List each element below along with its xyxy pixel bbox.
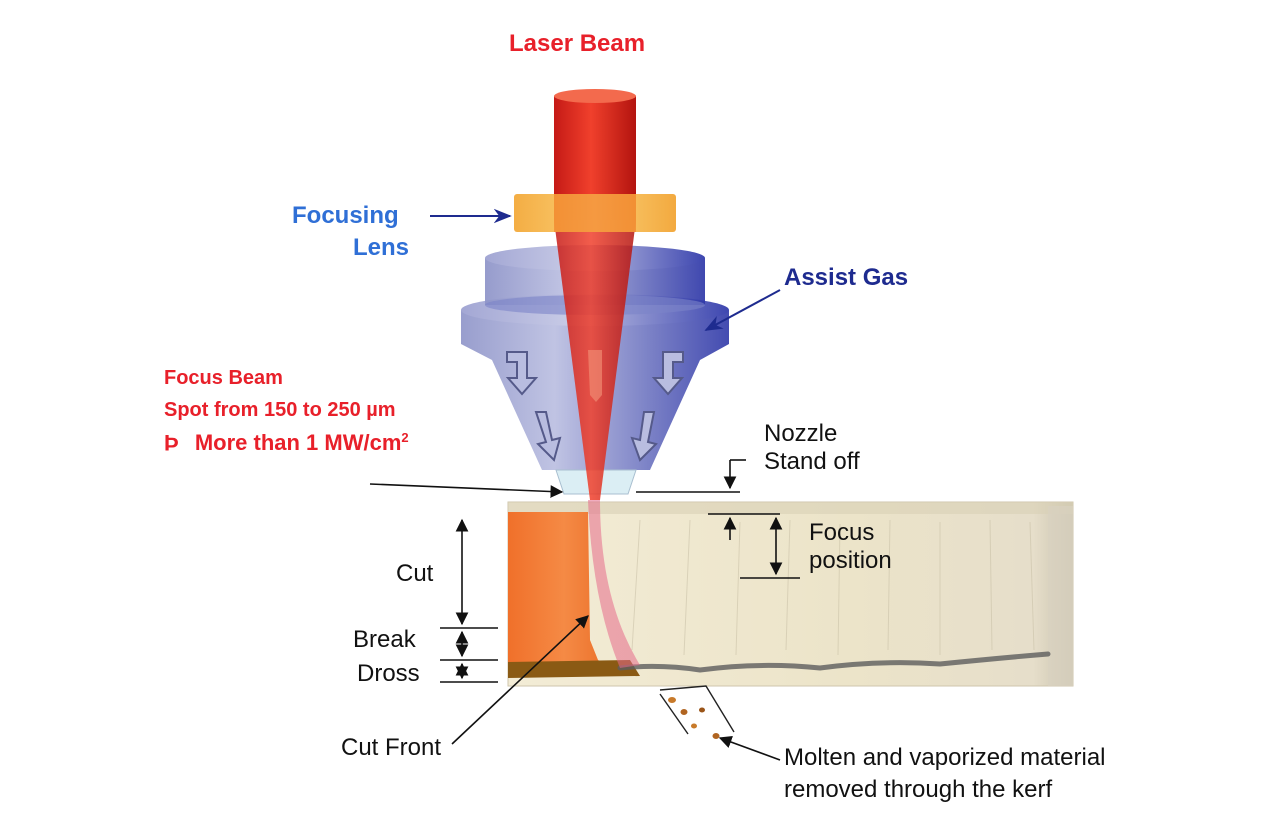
- focusing-lens-label-line2: Lens: [353, 234, 410, 261]
- nozzle-standoff-label-line1: Nozzle: [764, 420, 838, 447]
- focus-beam-label-line3: Þ More than 1 MW/cm2: [164, 431, 409, 454]
- focusing-lens-label-line1: Focusing: [292, 202, 399, 229]
- ejected-particles: [659, 685, 735, 739]
- dross-label: Dross: [357, 660, 420, 687]
- gas-flow-arrows: [505, 351, 685, 462]
- cut-label: Cut: [396, 560, 434, 587]
- molten-material-label-line2: removed through the kerf: [784, 776, 1053, 803]
- focus-position-marker: [708, 513, 800, 579]
- focus-beam-pointer: [369, 483, 564, 498]
- assist-gas-label: Assist Gas: [784, 264, 909, 291]
- cut-front-label: Cut Front: [341, 734, 442, 761]
- molten-material-pointer: [718, 735, 781, 761]
- implies-symbol: Þ: [164, 430, 179, 456]
- focus-beam-label-line2: Spot from 150 to 250 µm: [164, 399, 396, 421]
- focus-position-label-line2: position: [809, 547, 892, 574]
- focus-position-label-line1: Focus: [809, 519, 875, 546]
- focusing-lens: [514, 194, 676, 232]
- laser-beam-label: Laser Beam: [509, 30, 646, 57]
- power-density-text: More than 1 MW/cm: [194, 430, 402, 456]
- beam-in-material: [588, 500, 640, 668]
- cut-front-pointer: [451, 615, 589, 745]
- break-label: Break: [353, 626, 416, 653]
- molten-material-label-line1: Molten and vaporized material: [784, 744, 1106, 771]
- focus-beam-label-line1: Focus Beam: [164, 367, 283, 389]
- power-density-exponent: 2: [401, 430, 409, 445]
- dross-edge: [617, 651, 1051, 673]
- cut-dimension: [440, 518, 498, 683]
- cut-kerf-region: [508, 512, 640, 678]
- assist-gas-pointer: [704, 289, 781, 331]
- standoff-marker: [636, 459, 746, 493]
- nozzle-standoff-label-line2: Stand off: [764, 448, 860, 475]
